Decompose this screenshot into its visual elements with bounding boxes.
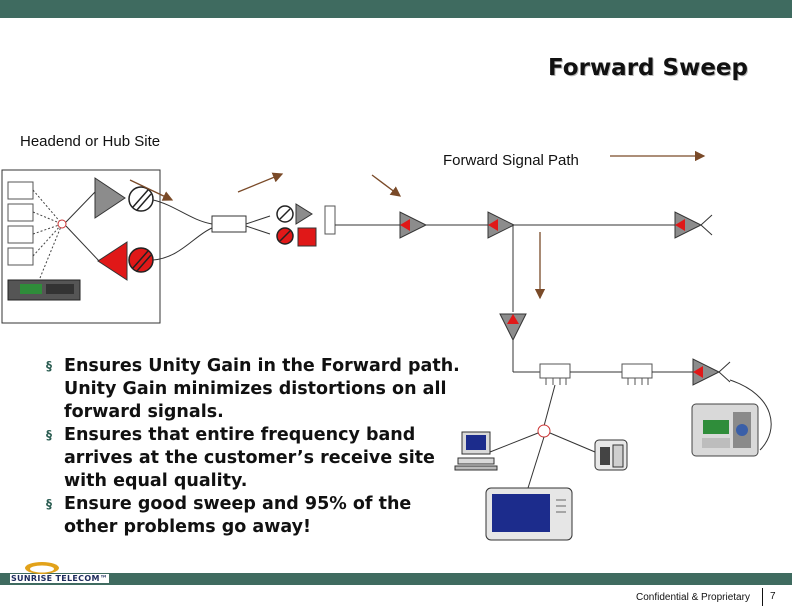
slide-title: Forward Sweep [548, 55, 748, 81]
bullet-item: § Ensures that entire frequency band arri… [44, 424, 464, 493]
signal-arrows [129, 150, 706, 300]
top-bar [0, 0, 792, 18]
bullet-item: § Ensure good sweep and 95% of the other … [44, 493, 464, 539]
bullet-text: Ensures that entire frequency band arriv… [64, 425, 435, 491]
fiber-node-housing [211, 215, 247, 233]
sunrise-logo-icon [25, 562, 59, 574]
home-splitter [537, 424, 551, 438]
bottom-bar [0, 573, 792, 585]
node-diplexer [324, 205, 336, 235]
node-forward-amplifier-icon [295, 203, 313, 225]
page-number: 7 [770, 591, 776, 602]
tap-1 [539, 363, 571, 379]
headend-forward-amplifier-icon [94, 177, 126, 219]
signal-path-label: Forward Signal Path [443, 152, 579, 169]
headend-rack-instrument-icon [7, 279, 81, 301]
combiner-lines [32, 189, 63, 279]
headend-box [1, 169, 161, 324]
handheld-meter-icon [691, 403, 759, 457]
television-icon [485, 487, 573, 541]
node-return-amplifier-icon [297, 227, 317, 247]
footer-confidential: Confidential & Proprietary [636, 592, 750, 603]
tap-2 [621, 363, 653, 379]
bullet-text: Ensures Unity Gain in the Forward path. … [64, 356, 460, 422]
bullet-marker: § [46, 497, 52, 511]
bullet-marker: § [46, 428, 52, 442]
logo-text: SUNRISE TELECOM™ [10, 574, 110, 583]
bullet-list: § Ensures Unity Gain in the Forward path.… [44, 355, 464, 539]
line-to-forward-tx [65, 191, 96, 223]
headend-label: Headend or Hub Site [20, 133, 161, 150]
combiner-node [57, 219, 67, 229]
desktop-computer-icon [454, 431, 498, 471]
line-to-return-rx [65, 225, 101, 263]
modulator-boxes [7, 181, 34, 266]
bullet-text: Ensure good sweep and 95% of the other p… [64, 494, 412, 537]
bullet-item: § Ensures Unity Gain in the Forward path.… [44, 355, 464, 424]
drop-line [543, 384, 556, 427]
footer-divider [762, 588, 763, 606]
telephone-icon [594, 439, 628, 471]
headend-return-amplifier-icon [97, 241, 128, 281]
bullet-marker: § [46, 359, 52, 373]
